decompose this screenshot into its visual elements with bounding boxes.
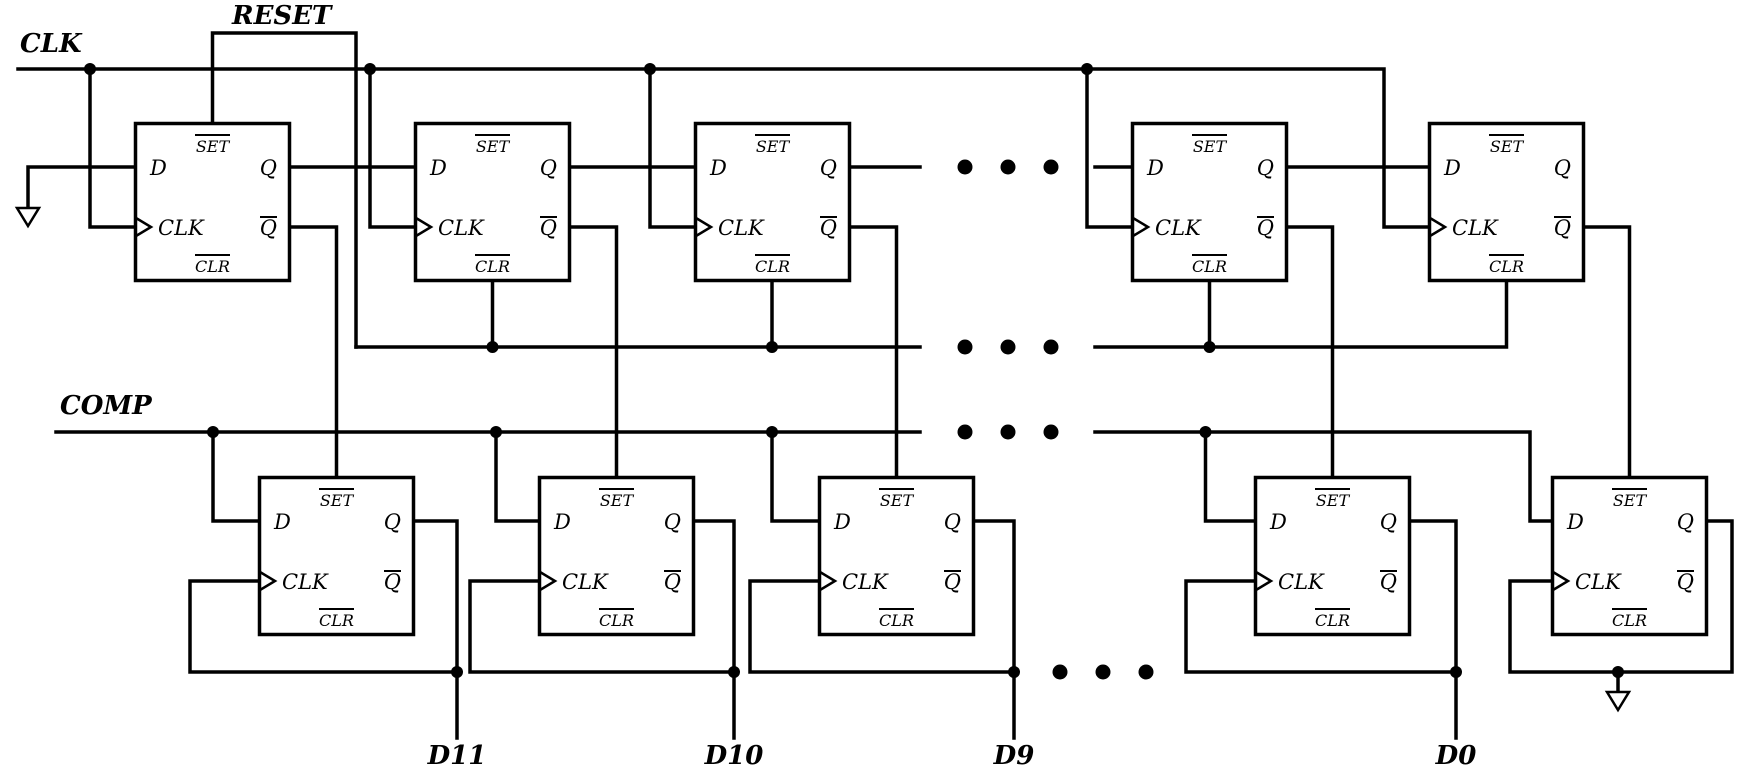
wire: [693, 519, 736, 740]
wire: [468, 579, 736, 674]
continuation-ellipsis: [957, 159, 1154, 680]
wire: [1093, 280, 1509, 349]
wire: [494, 430, 540, 523]
wire: [211, 430, 260, 523]
output-label-d10: D10: [704, 741, 764, 771]
output-label-d9: D9: [993, 741, 1035, 771]
ellipsis-dot: [1138, 664, 1154, 680]
ellipsis-dot: [1043, 339, 1059, 355]
wire: [210, 31, 358, 349]
junction-dot: [84, 63, 96, 75]
junction-dot: [728, 666, 740, 678]
comp-label: COMP: [60, 391, 153, 421]
dff-bottom-4: [1253, 475, 1412, 637]
wire: [748, 579, 1016, 674]
wire: [368, 67, 416, 229]
wire: [413, 519, 459, 740]
output-label-d11: D11: [427, 741, 487, 771]
junction-dot: [1081, 63, 1093, 75]
wire: [1093, 430, 1553, 523]
wire: [289, 225, 339, 478]
junction-dot: [1450, 666, 1462, 678]
dff-top-4: [1130, 121, 1289, 283]
dff-bottom-3: [817, 475, 976, 637]
ground-icon: [1604, 690, 1632, 713]
dff-top-5: [1427, 121, 1586, 283]
ellipsis-dot: [1043, 159, 1059, 175]
junction-dot: [1203, 341, 1216, 353]
junction-dot: [766, 341, 778, 353]
ellipsis-dot: [957, 339, 973, 355]
qbar-to-set-net: [289, 225, 1632, 478]
ellipsis-dot: [1000, 424, 1016, 440]
junction-dot: [644, 63, 656, 75]
wire: [1583, 225, 1632, 478]
ellipsis-dot: [1052, 664, 1068, 680]
dff-top-1: [133, 121, 292, 283]
clk-label: CLK: [20, 29, 83, 59]
ellipsis-dot: [1000, 159, 1016, 175]
wire: [648, 67, 696, 229]
wire: [973, 519, 1016, 740]
junction-dot: [451, 666, 463, 678]
wire: [1409, 519, 1458, 740]
wire: [1085, 67, 1133, 229]
dff-top-3: [693, 121, 852, 283]
clk-net: [16, 63, 1430, 229]
junction-dot: [486, 341, 499, 353]
wire: [88, 67, 136, 229]
wire: [1286, 225, 1335, 478]
reset-label: RESET: [231, 1, 333, 31]
junction-dot: [364, 63, 376, 75]
ellipsis-dot: [1000, 339, 1016, 355]
wire: [26, 165, 136, 210]
junction-dot: [490, 426, 502, 438]
ground-icon: [14, 206, 42, 229]
junction-dot: [766, 426, 778, 438]
ground-left-net: [14, 165, 136, 229]
reset-net: [210, 31, 1509, 353]
comp-net: [54, 426, 1553, 523]
junction-dot: [1008, 666, 1020, 678]
dff-top-2: [413, 121, 572, 283]
ellipsis-dot: [1043, 424, 1059, 440]
dff-bottom-5: [1550, 475, 1709, 637]
ellipsis-dot: [957, 424, 973, 440]
output-net: [413, 519, 1458, 740]
bottom-clock-net: [188, 519, 1734, 713]
wire: [1184, 579, 1458, 674]
dff-bottom-2: [537, 475, 696, 637]
junction-dot: [207, 426, 219, 438]
junction-dot: [1199, 426, 1212, 438]
ellipsis-dot: [1095, 664, 1111, 680]
wire: [1203, 430, 1256, 523]
wire: [188, 579, 459, 674]
wire: [770, 430, 820, 523]
ellipsis-dot: [957, 159, 973, 175]
wire: [849, 225, 899, 478]
wire: [569, 225, 619, 478]
output-label-d0: D0: [1435, 741, 1477, 771]
wire: [16, 67, 1430, 229]
dff-bottom-1: [257, 475, 416, 637]
